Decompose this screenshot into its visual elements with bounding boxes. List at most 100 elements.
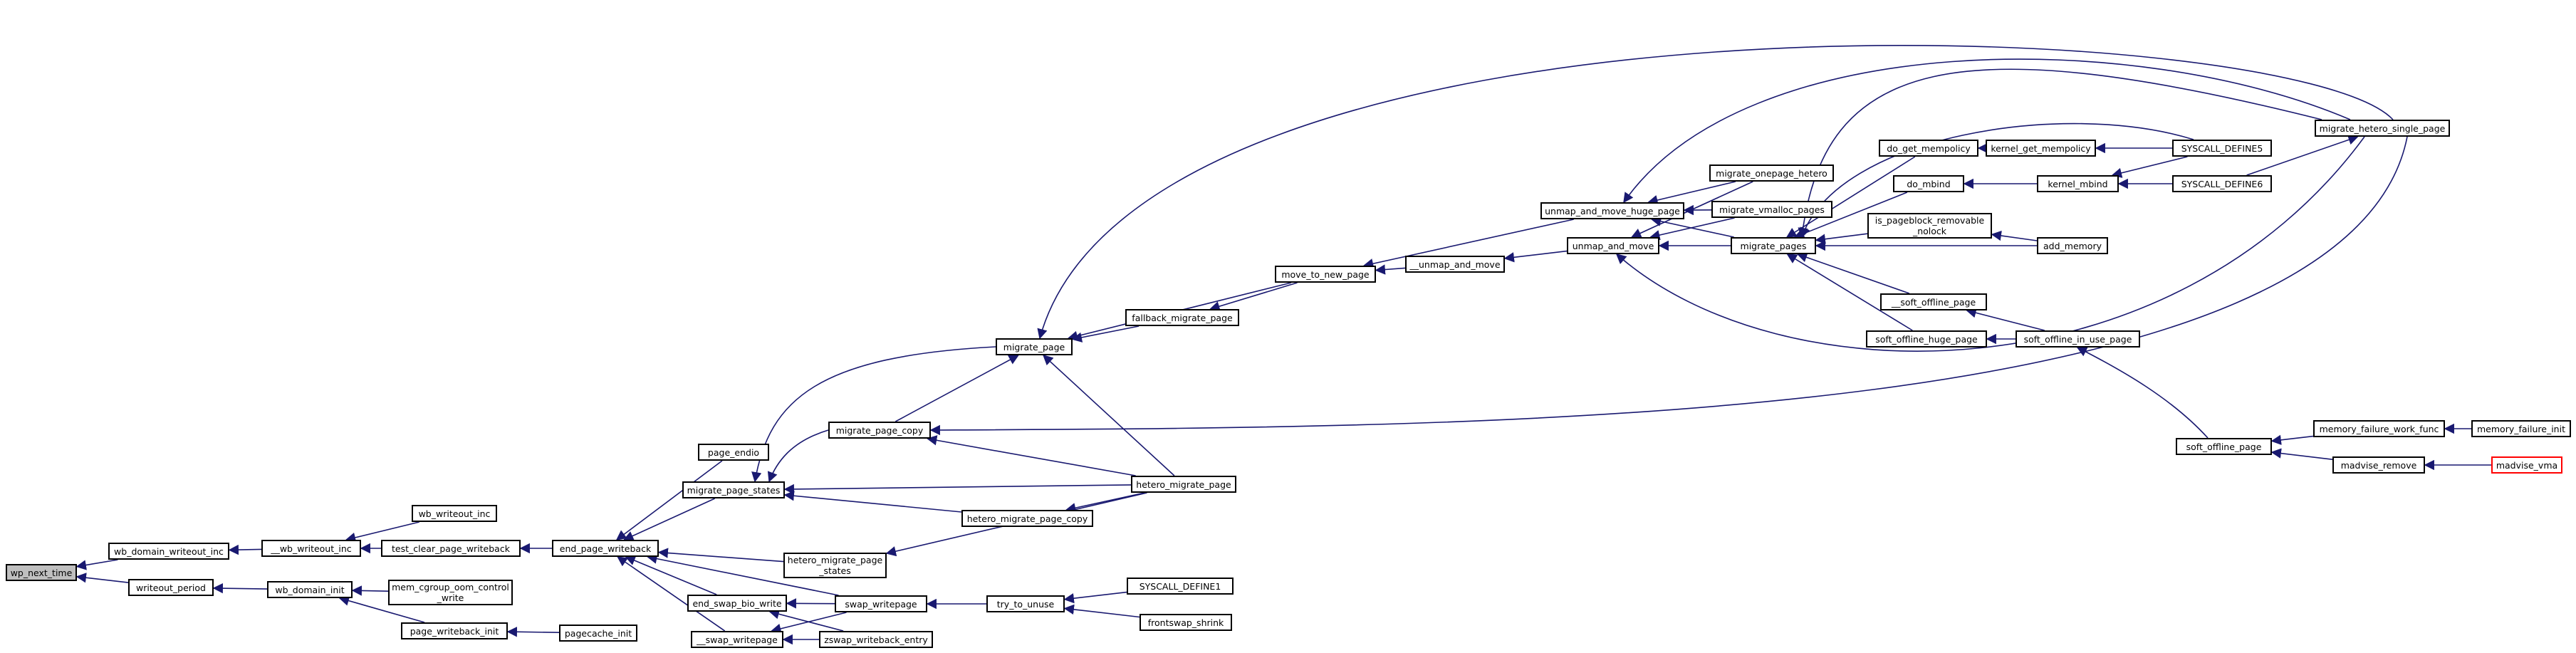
node-pagecache-init[interactable]: pagecache_init [559,625,637,642]
edge-do_mbind-to-migrate_pages [1793,192,1908,239]
edge-migrate_vmalloc_pages-to-unmap_and_move [1649,217,1735,241]
edge-zswap_writeback_entry-to-end_swap_bio_write [768,609,844,632]
edge-migrate_page_copy-to-migrate_page [895,355,1019,422]
node-move-to-new-page[interactable]: move_to_new_page [1275,266,1376,283]
edge-page_endio-to-end_page_writeback [615,460,723,540]
edge-hetero_migrate_page_copy-to-migrate_page_states [783,491,962,513]
edge-wb_writeout_inc-to-__wb_writeout_inc [345,521,419,543]
node-migrate-page[interactable]: migrate_page [996,338,1073,355]
edge-SYSCALL_DEFINE1-to-try_to_unuse [1063,591,1127,604]
edge-is_pageblock_removable_nolock-to-migrate_pages [1815,233,1868,244]
node---unmap-and-move[interactable]: __unmap_and_move [1405,256,1505,273]
node-migrate-vmalloc-pages[interactable]: migrate_vmalloc_pages [1711,201,1832,218]
node-kernel-get-mempolicy[interactable]: kernel_get_mempolicy [1986,140,2096,157]
node-do-mbind[interactable]: do_mbind [1893,175,1964,192]
node-swap-writepage[interactable]: swap_writepage [835,595,927,612]
node---swap-writepage[interactable]: __swap_writepage [691,631,783,648]
edge-soft_offline_page-to-soft_offline_in_use_page [2076,347,2209,439]
node-migrate-page-states[interactable]: migrate_page_states [682,481,785,498]
node-unmap-and-move-huge-page[interactable]: unmap_and_move_huge_page [1540,202,1684,219]
edge-hetero_migrate_page-to-hetero_migrate_page_copy [1065,492,1145,513]
edge-hetero_migrate_page_states-to-end_page_writeback [657,548,784,563]
edge-migrate_page-to-migrate_page_states [751,346,996,483]
node-soft-offline-page[interactable]: soft_offline_page [2176,438,2272,455]
node-add-memory[interactable]: add_memory [2037,237,2108,254]
node-migrate-page-copy[interactable]: migrate_page_copy [828,422,931,439]
edge-mem_cgroup_oom_control_write-to-wb_domain_init [351,585,389,596]
edge-migrate_pages-to-unmap_and_move_huge_page [1650,216,1734,238]
node-soft-offline-in-use-page[interactable]: soft_offline_in_use_page [2016,330,2140,348]
node-wb-writeout-inc[interactable]: wb_writeout_inc [412,505,497,522]
node-migrate-pages[interactable]: migrate_pages [1731,237,1816,254]
edge-migrate_hetero_single_page-to-migrate_page [1037,45,2394,340]
edge-__wb_writeout_inc-to-wb_domain_writeout_inc [228,544,262,555]
node-zswap-writeback-entry[interactable]: zswap_writeback_entry [819,631,933,648]
node-unmap-and-move[interactable]: unmap_and_move [1567,237,1659,254]
edge-soft_offline_huge_page-to-migrate_pages [1786,254,1913,331]
edge-unmap_and_move_huge_page-to-move_to_new_page [1362,219,1574,269]
node-hetero-migrate-page[interactable]: hetero_migrate_page [1131,476,1236,493]
node-page-writeback-init[interactable]: page_writeback_init [401,622,508,639]
node-hetero-migrate-page-copy[interactable]: hetero_migrate_page_copy [961,510,1093,527]
node-wp-next-time[interactable]: wp_next_time [6,564,77,581]
edge-memory_failure_work_func-to-soft_offline_page [2270,434,2314,445]
edge-SYSCALL_DEFINE5-to-migrate_pages [1800,122,2194,239]
edge-migrate_hetero_single_page-to-unmap_and_move [1615,136,2365,352]
node-SYSCALL-DEFINE5[interactable]: SYSCALL_DEFINE5 [2172,140,2272,157]
edge-__unmap_and_move-to-move_to_new_page [1375,264,1406,275]
node-wb-domain-init[interactable]: wb_domain_init [267,581,353,598]
edge-SYSCALL_DEFINE5-to-kernel_mbind [2111,156,2188,178]
node-is-pageblock-removable-nolock[interactable]: is_pageblock_removable _nolock [1867,213,1992,239]
edge-wb_domain_writeout_inc-to-wp_next_time [75,559,118,570]
edge-__soft_offline_page-to-migrate_pages [1796,252,1910,294]
node-soft-offline-huge-page[interactable]: soft_offline_huge_page [1866,330,1987,348]
node-madvise-remove[interactable]: madvise_remove [2332,456,2425,474]
node-end-page-writeback[interactable]: end_page_writeback [552,540,659,557]
node-fallback-migrate-page[interactable]: fallback_migrate_page [1125,309,1239,326]
edge-migrate_page_copy-to-migrate_page_states [767,429,829,483]
edge-wb_domain_init-to-writeout_period [212,583,268,594]
node---soft-offline-page[interactable]: __soft_offline_page [1880,293,1987,310]
node-wb-domain-writeout-inc[interactable]: wb_domain_writeout_inc [108,543,229,560]
edge-move_to_new_page-to-fallback_migrate_page [1209,282,1298,312]
edge-writeout_period-to-wp_next_time [75,573,129,583]
node-migrate-onepage-hetero[interactable]: migrate_onepage_hetero [1709,164,1834,182]
edge-unmap_and_move-to-__unmap_and_move [1503,250,1568,263]
node-test-clear-page-writeback[interactable]: test_clear_page_writeback [381,540,521,557]
edge-end_swap_bio_write-to-end_page_writeback [625,555,717,595]
edge-frontswap_shrink-to-try_to_unuse [1063,604,1140,618]
node-writeout-period[interactable]: writeout_period [128,579,214,596]
node-hetero-migrate-page-states[interactable]: hetero_migrate_page _states [783,553,887,578]
edge-migrate_hetero_single_page-to-unmap_and_move_huge_page [1623,58,2351,204]
node-migrate-hetero-single-page[interactable]: migrate_hetero_single_page [2315,120,2450,137]
edge-page_writeback_init-to-wb_domain_init [338,595,425,623]
node-memory-failure-init[interactable]: memory_failure_init [2471,420,2571,437]
node-do-get-mempolicy[interactable]: do_get_mempolicy [1879,140,1978,157]
edge-fallback_migrate_page-to-migrate_page [1071,325,1140,343]
edge-migrate_onepage_hetero-to-unmap_and_move_huge_page [1647,181,1736,206]
edge-swap_writepage-to-end_page_writeback [647,553,839,596]
node-end-swap-bio-write[interactable]: end_swap_bio_write [687,595,787,612]
node-try-to-unuse[interactable]: try_to_unuse [986,595,1065,612]
edge-migrate_page_states-to-end_page_writeback [622,498,716,541]
edge-madvise_remove-to-soft_offline_page [2270,448,2333,460]
node-SYSCALL-DEFINE1[interactable]: SYSCALL_DEFINE1 [1127,578,1234,595]
node-SYSCALL-DEFINE6[interactable]: SYSCALL_DEFINE6 [2172,175,2272,192]
edge-add_memory-to-is_pageblock_removable_nolock [1991,230,2038,241]
edge-hetero_migrate_page-to-migrate_page [1043,355,1175,476]
edge-migrate_hetero_single_page-to-migrate_page_copy [929,136,2408,436]
edge-hetero_migrate_page-to-migrate_page_copy [926,435,1136,476]
edge-hetero_migrate_page-to-migrate_page_states [783,484,1132,495]
node---wb-writeout-inc[interactable]: __wb_writeout_inc [261,540,361,557]
edge-SYSCALL_DEFINE6-to-migrate_hetero_single_page [2246,135,2359,176]
node-frontswap-shrink[interactable]: frontswap_shrink [1140,614,1232,631]
edge-swap_writepage-to-__swap_writepage [771,612,847,634]
node-mem-cgroup-oom-control-write[interactable]: mem_cgroup_oom_control _write [388,580,513,605]
node-madvise-vma[interactable]: madvise_vma [2491,456,2562,474]
node-kernel-mbind[interactable]: kernel_mbind [2037,175,2119,192]
node-memory-failure-work-func[interactable]: memory_failure_work_func [2313,420,2445,437]
edge-soft_offline_in_use_page-to-__soft_offline_page [1966,308,2045,331]
node-page-endio[interactable]: page_endio [698,444,769,461]
